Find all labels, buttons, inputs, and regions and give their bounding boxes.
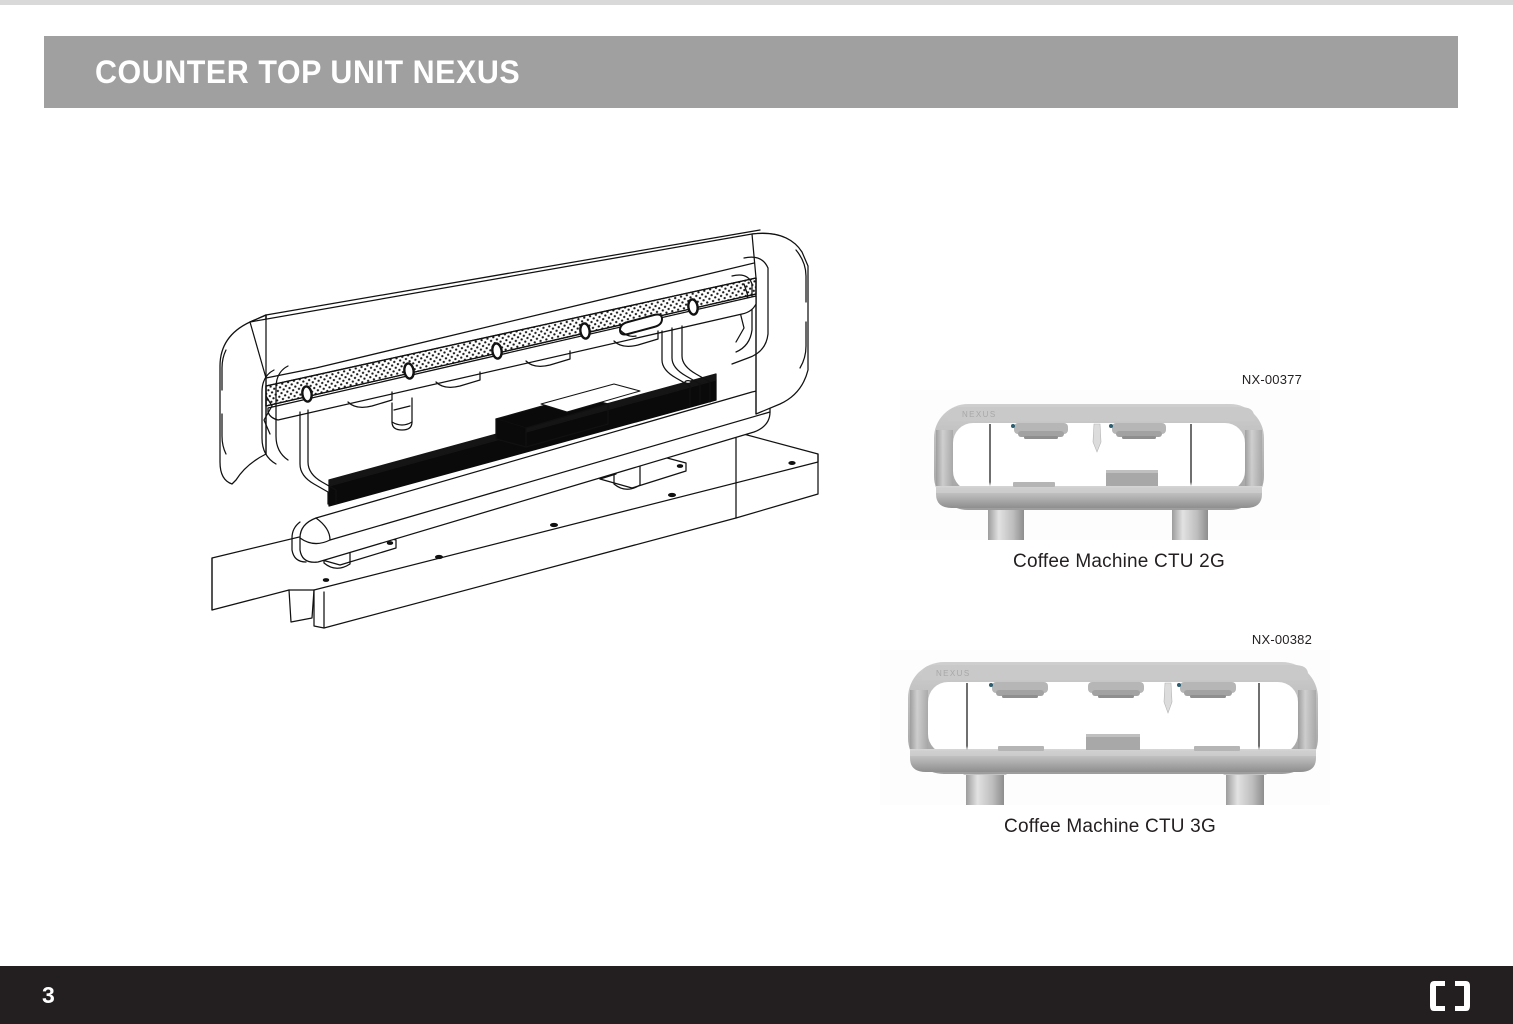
machine-brand-text-3g: NEXUS — [936, 669, 971, 678]
bracket-logo-icon — [1425, 976, 1475, 1016]
figure-image-ctu-2g: NEXUS — [900, 390, 1320, 540]
figure-ctu-2g: NX-00377 — [900, 372, 1320, 573]
main-technical-drawing — [196, 218, 832, 638]
figure-ctu-3g: NX-00382 — [880, 632, 1330, 838]
figure-code-ctu-2g: NX-00377 — [1241, 372, 1302, 387]
figure-caption-ctu-2g: Coffee Machine CTU 2G — [1013, 551, 1225, 572]
page-title: COUNTER TOP UNIT NEXUS — [95, 53, 521, 90]
page-number: 3 — [42, 982, 55, 1008]
title-banner: COUNTER TOP UNIT NEXUS — [44, 36, 1458, 108]
figure-code-ctu-3g: NX-00382 — [1251, 632, 1312, 647]
figure-caption-ctu-3g: Coffee Machine CTU 3G — [1004, 816, 1216, 837]
machine-brand-text-2g: NEXUS — [962, 410, 997, 419]
top-accent-strip — [0, 0, 1513, 5]
figure-image-ctu-3g: NEXUS — [880, 650, 1330, 805]
page-footer: 3 — [0, 966, 1513, 1024]
